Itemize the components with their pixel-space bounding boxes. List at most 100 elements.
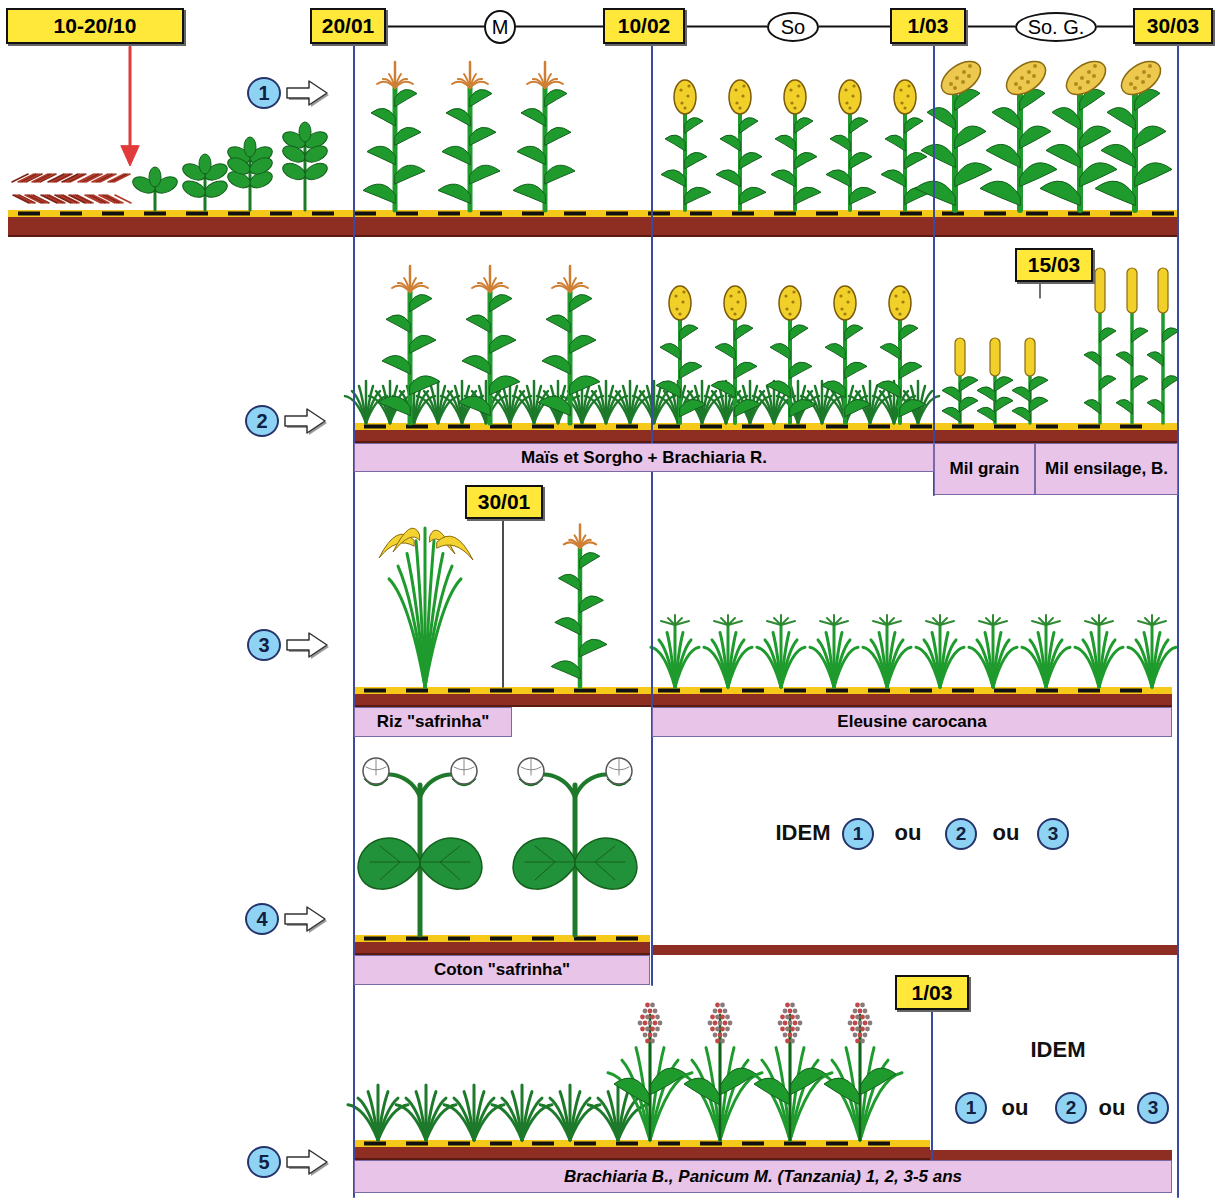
seed-dash: [868, 689, 890, 693]
leaf: [665, 135, 685, 151]
panicle-dot: [653, 1021, 658, 1026]
node-text: 3: [258, 634, 269, 656]
mulch: [27, 195, 43, 203]
leaf: [462, 355, 490, 373]
grain-dot: [674, 294, 677, 297]
soil: [652, 945, 1178, 955]
leaf: [538, 396, 570, 415]
panicle-dot: [638, 1021, 643, 1026]
idem-number: 3: [1037, 818, 1069, 850]
panicle-dot: [795, 1027, 800, 1032]
grain-dot: [1027, 70, 1031, 74]
panicle-dot: [785, 1003, 790, 1008]
seed-dash: [532, 937, 554, 941]
panicle-dot: [723, 1021, 728, 1026]
date-box: 30/03: [1133, 8, 1213, 44]
leaf-vein: [525, 846, 575, 880]
seed-dash: [490, 1142, 512, 1146]
grain-dot: [681, 300, 684, 303]
panicle-dot: [650, 1003, 655, 1008]
grain-dot: [1129, 82, 1133, 86]
seed-dash: [574, 1142, 596, 1146]
leaf: [680, 325, 698, 340]
node-text: Maïs et Sorgho + Brachiaria R.: [521, 448, 767, 467]
leaf: [740, 118, 758, 133]
panicle-dot: [795, 1015, 800, 1020]
grain-dot: [895, 307, 898, 310]
grain-dot: [738, 106, 741, 109]
grain-dot: [1026, 80, 1030, 84]
leaf: [995, 397, 1013, 412]
maize-tassel: [545, 82, 563, 88]
leaf: [740, 152, 762, 168]
leaf: [490, 376, 520, 395]
leaf: [845, 399, 871, 416]
boll-line: [609, 759, 629, 775]
node-text: 1: [966, 1097, 977, 1118]
finger-spike: [986, 618, 993, 625]
panicle-dot: [723, 1033, 728, 1038]
seed-row: [354, 1140, 930, 1147]
seed-dash: [448, 689, 470, 693]
leaf: [905, 152, 927, 168]
finger-spike: [887, 621, 901, 625]
panicle-dot: [850, 1027, 855, 1032]
panicle-dot: [790, 1039, 795, 1044]
row-arrow: [287, 81, 327, 105]
crop-band: Brachiaria B., Panicum M. (Tanzania) 1, …: [354, 1160, 1172, 1193]
leaf: [371, 108, 395, 126]
millet-spike: [1158, 268, 1168, 313]
seed-dash: [742, 425, 764, 429]
maize-tassel: [394, 62, 397, 88]
grain-dot: [903, 106, 906, 109]
seed-dash: [532, 1142, 554, 1146]
grain-head: [1116, 55, 1167, 102]
panicle-dot: [793, 1021, 798, 1026]
seed-dash: [522, 212, 544, 216]
panicle-dot: [653, 1009, 658, 1014]
grain-dot: [901, 300, 904, 303]
panicle-dot: [783, 1033, 788, 1038]
crop-band: Eleusine carocana: [652, 707, 1172, 737]
panicle-dot: [780, 1027, 785, 1032]
maize-tassel: [489, 266, 492, 292]
seed-row: [354, 423, 1178, 430]
leaf: [927, 108, 955, 130]
seed-dash: [270, 212, 292, 216]
divider-line: [651, 44, 653, 985]
idem-number: 2: [1055, 1092, 1087, 1124]
leaf: [905, 118, 923, 133]
seedling-leaf: [302, 143, 330, 166]
panicle-dot: [643, 1009, 648, 1014]
panicle-dot: [785, 1039, 790, 1044]
leaf: [684, 1078, 720, 1105]
seed-row: [354, 935, 650, 942]
grain-dot: [847, 290, 850, 293]
row-arrow: [285, 409, 325, 433]
seed-dash: [60, 212, 82, 216]
grain-dot: [900, 101, 903, 104]
panicle-dot: [788, 1021, 793, 1026]
leaf: [1147, 399, 1163, 413]
leaf: [1163, 376, 1179, 390]
seed-dash: [1110, 212, 1132, 216]
leaf: [735, 325, 753, 340]
node-text: M: [492, 16, 509, 38]
leaf: [1012, 407, 1030, 422]
leaf: [660, 343, 680, 359]
grain-dot: [1014, 82, 1018, 86]
cotton-boll: [451, 758, 477, 784]
crop-band: Coton "safrinha": [354, 955, 650, 985]
seedling-leaf: [180, 178, 208, 201]
sorghum-head: [834, 286, 856, 320]
panicle-dot: [853, 1021, 858, 1026]
leaf: [1116, 352, 1132, 366]
seed-dash: [1036, 425, 1058, 429]
date-box: 15/03: [1015, 248, 1093, 282]
timeline-connector: [685, 26, 767, 28]
leaf: [795, 118, 813, 133]
leaf: [1107, 108, 1135, 130]
leaf: [1052, 108, 1080, 130]
leaf: [1020, 126, 1051, 148]
